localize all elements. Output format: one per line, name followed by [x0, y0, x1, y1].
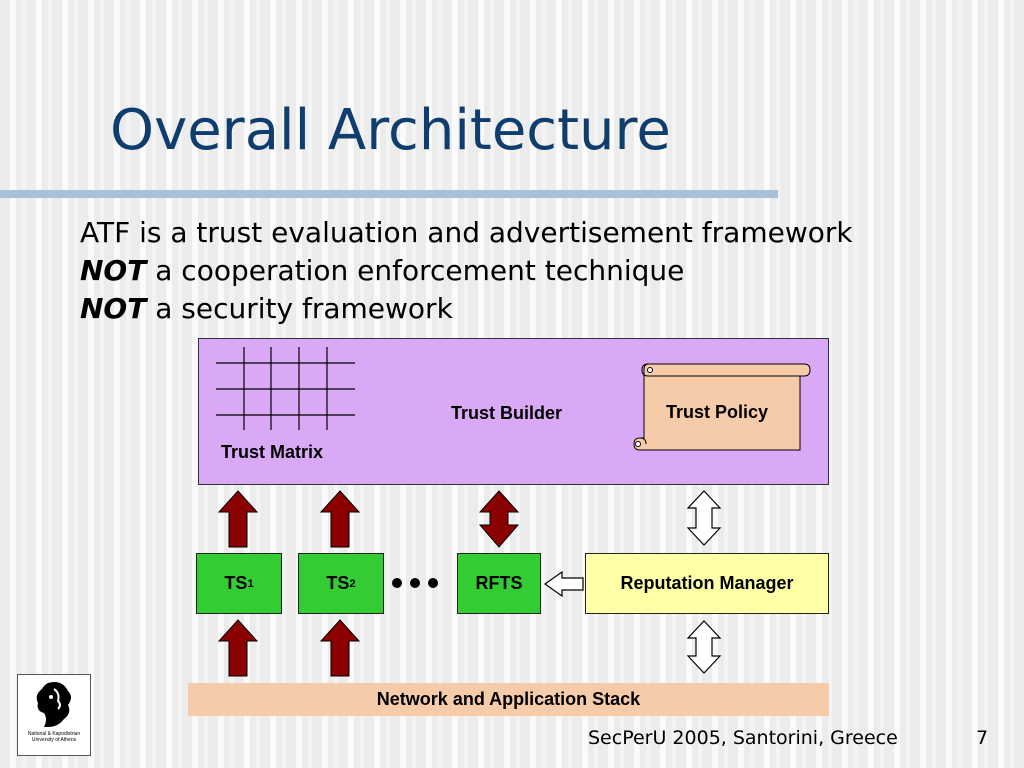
up-arrow-icon	[319, 490, 361, 548]
university-logo: National & Kapodistrian University of At…	[17, 674, 91, 756]
athena-head-icon	[36, 682, 71, 727]
trust-policy-scroll-icon	[633, 363, 811, 451]
up-arrow-icon	[217, 490, 259, 548]
ts1-subscript: 1	[247, 577, 254, 590]
emphasis-not: NOT	[80, 292, 147, 325]
bullet-line-3-text: a security framework	[146, 292, 453, 325]
bullet-line-2: NOT a cooperation enforcement technique	[80, 252, 853, 290]
trust-builder-label: Trust Builder	[451, 403, 563, 423]
hollow-double-arrow-icon	[686, 490, 722, 546]
bullet-line-1: ATF is a trust evaluation and advertisem…	[80, 216, 853, 249]
title-underline	[0, 190, 778, 198]
network-stack-box: Network and Application Stack	[188, 683, 829, 716]
bullet-line-2-text: a cooperation enforcement technique	[146, 254, 685, 287]
logo-caption-line-1: National & Kapodistrian	[27, 731, 81, 737]
network-stack-label: Network and Application Stack	[376, 689, 641, 709]
reputation-manager-label: Reputation Manager	[620, 573, 794, 593]
up-arrow-icon	[217, 619, 259, 677]
hollow-double-arrow-icon	[686, 620, 722, 674]
emphasis-not: NOT	[80, 254, 147, 287]
ts2-label: TS	[326, 573, 350, 593]
trust-matrix-label: Trust Matrix	[221, 442, 324, 462]
logo-caption-line-2: University of Athens	[31, 737, 77, 743]
slide-title: Overall Architecture	[110, 98, 671, 163]
logo-caption: National & Kapodistrian University of At…	[18, 731, 90, 743]
bullet-line-3: NOT a security framework	[80, 290, 853, 328]
ts2-subscript: 2	[349, 577, 356, 590]
up-arrow-icon	[319, 619, 361, 677]
ellipsis-icon	[392, 578, 438, 588]
page-number: 7	[976, 727, 989, 749]
reputation-manager-box: Reputation Manager	[585, 553, 829, 614]
trust-policy-label: Trust Policy	[666, 402, 769, 422]
rfts-label: RFTS	[475, 573, 523, 593]
ts1-label: TS	[224, 573, 248, 593]
bullet-list: ATF is a trust evaluation and advertisem…	[80, 214, 853, 328]
double-arrow-icon	[478, 490, 520, 548]
rfts-box: RFTS	[457, 553, 541, 614]
hollow-left-arrow-icon	[543, 570, 584, 598]
trust-matrix-grid	[216, 347, 355, 430]
footer-text: SecPerU 2005, Santorini, Greece	[588, 727, 898, 749]
